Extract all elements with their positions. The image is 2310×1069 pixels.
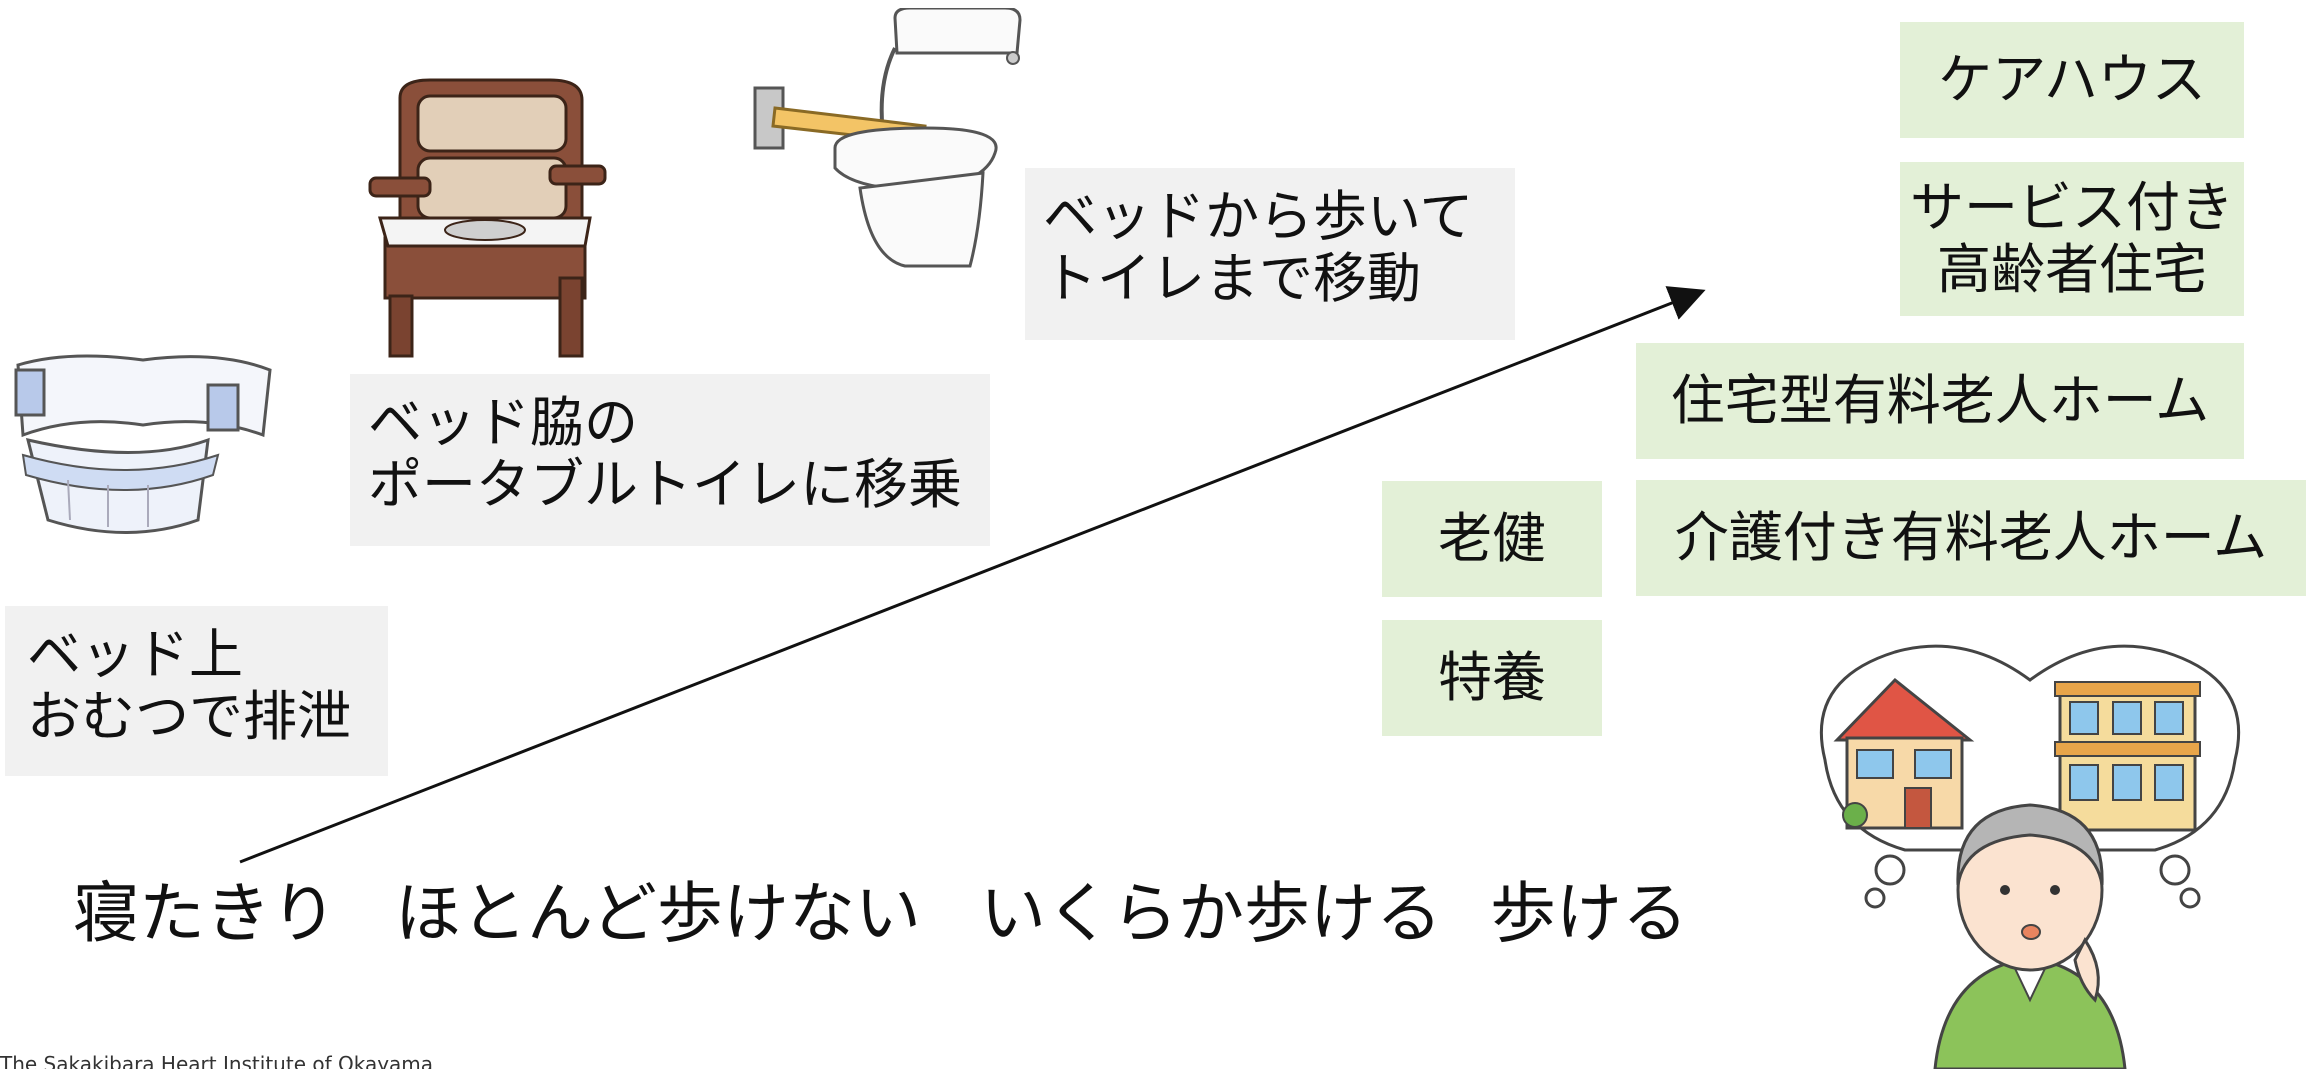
caption-bedridden: ベッド上 おむつで排泄 [5, 606, 388, 776]
caption-line: ベッドから歩いて [1043, 185, 1474, 248]
diaper-icon [14, 354, 272, 534]
footer-credit: The Sakakibara Heart Institute of Okayam… [0, 1052, 434, 1069]
house-icon [1833, 677, 1975, 830]
scale-can-walk: 歩ける [1490, 875, 1688, 952]
caption-line: ベッド脇の [368, 391, 638, 454]
apartment-icon [2054, 681, 2201, 832]
scale-bedridden: 寝たきり [73, 875, 337, 952]
caption-line: おむつで排泄 [27, 685, 351, 748]
caption-portable-toilet: ベッド脇の ポータブルトイレに移乗 [350, 374, 990, 546]
facility-label: ケアハウス [1938, 48, 2206, 111]
facility-tokuyo: 特養 [1382, 620, 1602, 736]
facility-label: 高齢者住宅 [1937, 238, 2207, 301]
facility-care-house: ケアハウス [1900, 22, 2244, 138]
caption-walk-to-toilet: ベッドから歩いて トイレまで移動 [1025, 168, 1515, 340]
facility-roken: 老健 [1382, 481, 1602, 597]
caption-line: ポータブルトイレに移乗 [368, 453, 962, 516]
scale-barely-walk: ほとんど歩けない [395, 875, 922, 952]
caption-line: ベッド上 [27, 623, 243, 686]
elderly-person-icon [1819, 644, 2241, 1069]
facility-label: 介護付き有料老人ホーム [1674, 506, 2268, 569]
facility-residential-home: 住宅型有料老人ホーム [1636, 343, 2244, 459]
facility-care-home: 介護付き有料老人ホーム [1636, 480, 2306, 596]
scale-somewhat-walk: いくらか歩ける [980, 875, 1442, 952]
facility-service-housing: サービス付き 高齢者住宅 [1900, 162, 2244, 316]
portable-toilet-icon [368, 78, 607, 358]
facility-label: 住宅型有料老人ホーム [1670, 369, 2210, 432]
facility-label: サービス付き [1910, 176, 2234, 239]
facility-label: 特養 [1438, 646, 1546, 709]
toilet-icon [753, 8, 1022, 268]
caption-line: トイレまで移動 [1043, 247, 1421, 310]
facility-label: 老健 [1438, 507, 1546, 570]
